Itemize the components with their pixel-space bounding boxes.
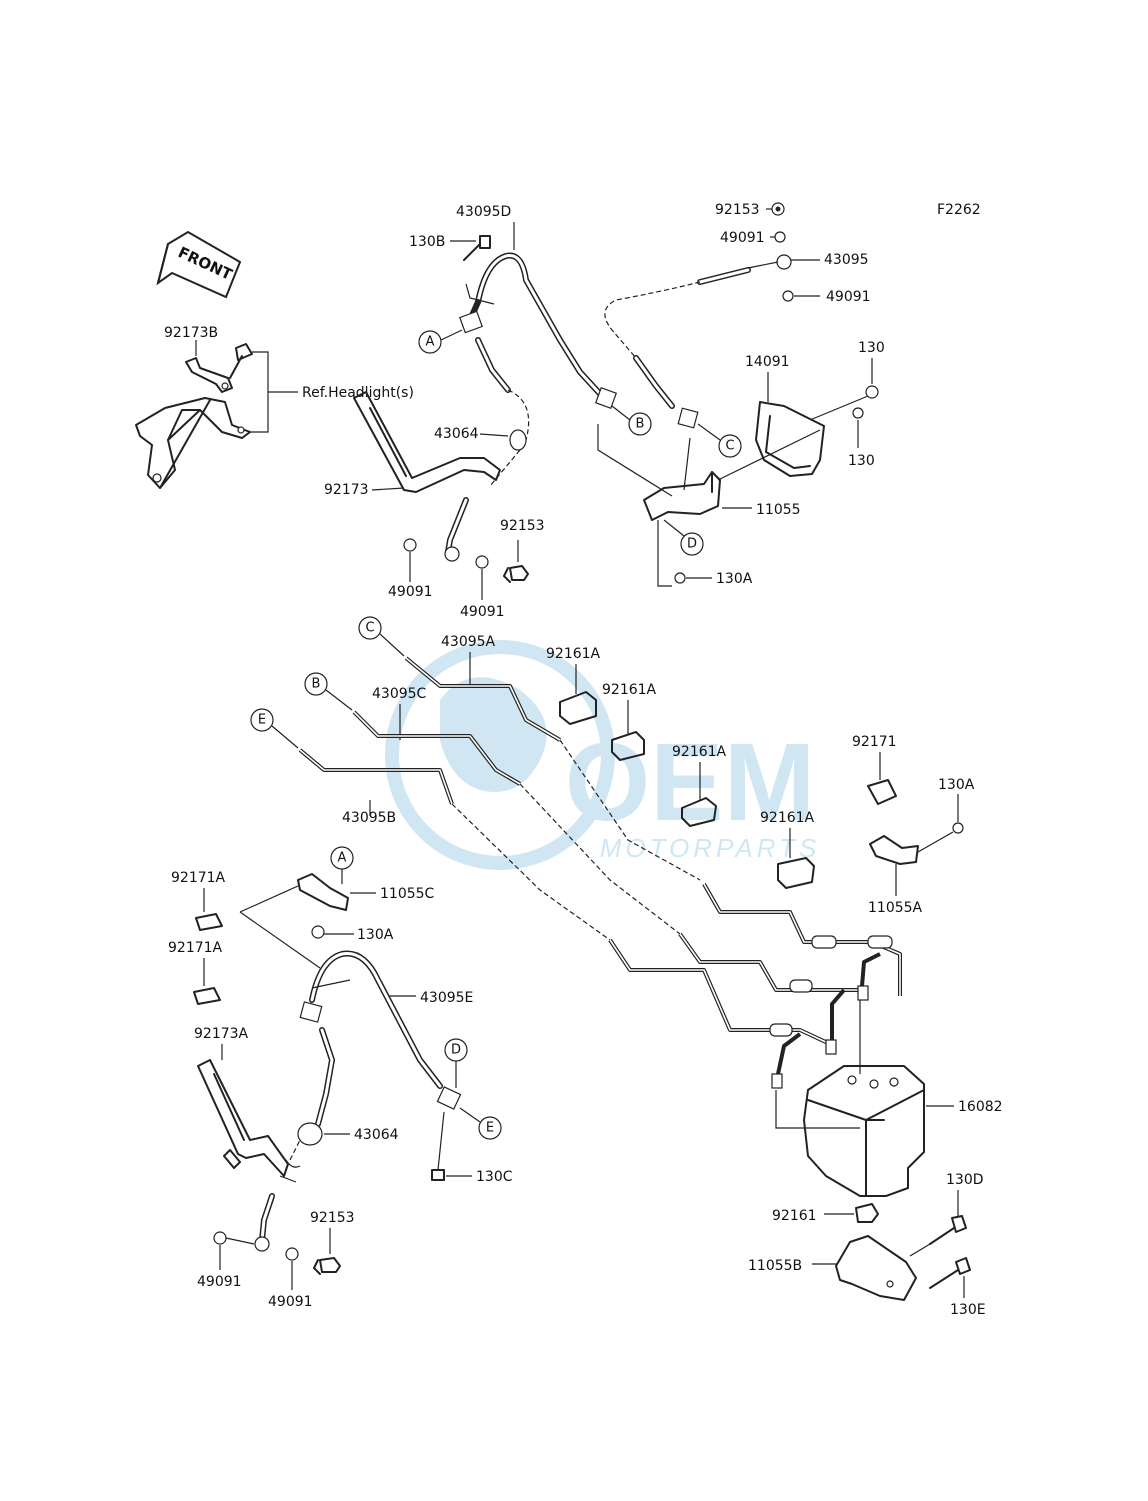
label-43095: 43095 [824, 252, 869, 268]
label-14091: 14091 [745, 354, 790, 370]
svg-text:B: B [312, 677, 321, 692]
label-43095E: 43095E [420, 990, 473, 1006]
banjo-bolt-92153-mid [503, 565, 529, 583]
label-92153-mid: 92153 [500, 518, 545, 534]
label-43095A: 43095A [441, 634, 496, 650]
watermark-brand: OEM [565, 721, 816, 844]
label-43095D: 43095D [456, 204, 511, 220]
ref-headlight-note: Ref.Headlight(s) [302, 385, 414, 401]
label-92153-top: 92153 [715, 202, 760, 218]
svg-text:C: C [365, 621, 374, 636]
label-92171A-2: 92171A [168, 940, 223, 956]
label-49091-low1: 49091 [197, 1274, 242, 1290]
clip-92171A-1 [195, 913, 223, 931]
label-43064-top: 43064 [434, 426, 479, 442]
bolt-130B-icon [463, 235, 491, 261]
callout-B-top: B [611, 405, 652, 436]
clamp-92161A-2 [611, 731, 645, 761]
label-92161A-1: 92161A [546, 646, 601, 662]
bracket-11055A [869, 835, 919, 865]
svg-text:D: D [687, 537, 697, 552]
label-11055A: 11055A [868, 900, 923, 916]
label-92161A-4: 92161A [760, 810, 815, 826]
cover-14091 [755, 401, 825, 477]
label-130A-low: 130A [357, 927, 394, 943]
label-43064-low: 43064 [354, 1127, 399, 1143]
damper-92161 [855, 1203, 879, 1223]
headlight-bracket [135, 397, 251, 489]
watermark: OEM MOTORPARTS [385, 640, 821, 870]
grommet-43064-top [509, 429, 527, 451]
callout-A-top: A [418, 329, 463, 354]
bolt-130C-icon [431, 1169, 445, 1181]
label-49091-low2: 49091 [268, 1294, 313, 1310]
callout-C-pipe: C [358, 616, 405, 657]
abs-unit-16082 [803, 1065, 925, 1197]
label-92161A-3: 92161A [672, 744, 727, 760]
callout-E-pipe: E [250, 708, 299, 749]
label-11055: 11055 [756, 502, 801, 518]
clamp-92161A-3 [681, 797, 717, 827]
label-49091-top1: 49091 [720, 230, 765, 246]
bracket-92173A [197, 1059, 289, 1177]
banjo-bolt-92153-low [313, 1257, 341, 1275]
front-arrow-icon: FRONT [156, 230, 242, 299]
clip-92173B [185, 357, 233, 393]
label-92161A-2: 92161A [602, 682, 657, 698]
figure-code: F2262 [937, 202, 981, 218]
bolt-130E-icon [929, 1257, 971, 1289]
label-92161: 92161 [772, 1208, 817, 1224]
label-49091-mid1: 49091 [388, 584, 433, 600]
label-11055B: 11055B [748, 1258, 802, 1274]
bolt-130D-icon [929, 1215, 967, 1245]
label-11055C: 11055C [380, 886, 435, 902]
label-130C: 130C [476, 1169, 513, 1185]
callout-A-lower: A [330, 846, 354, 884]
label-92171A-1: 92171A [171, 870, 226, 886]
svg-text:D: D [451, 1043, 461, 1058]
label-130A-top: 130A [716, 571, 753, 587]
clip-92171 [867, 779, 897, 805]
label-92173B: 92173B [164, 325, 218, 341]
svg-text:A: A [426, 335, 435, 350]
label-130E: 130E [950, 1302, 986, 1318]
clamp-92161A-4 [777, 857, 815, 889]
svg-text:E: E [486, 1121, 494, 1136]
label-130-a: 130 [858, 340, 885, 356]
label-43095C: 43095C [372, 686, 427, 702]
svg-text:E: E [258, 713, 266, 728]
svg-text:B: B [636, 417, 645, 432]
watermark-subtitle: MOTORPARTS [600, 833, 821, 863]
label-49091-top2: 49091 [826, 289, 871, 305]
clamp-92161A-1 [559, 691, 597, 725]
label-130A-right: 130A [938, 777, 975, 793]
label-43095B: 43095B [342, 810, 396, 826]
label-92171: 92171 [852, 734, 897, 750]
bracket-11055B [835, 1235, 917, 1301]
bracket-11055 [643, 471, 721, 521]
label-130D: 130D [946, 1172, 984, 1188]
bolt-icon [229, 343, 253, 379]
label-92153-low: 92153 [310, 1210, 355, 1226]
bracket-11055C [297, 873, 349, 911]
label-130B: 130B [409, 234, 445, 250]
label-16082: 16082 [958, 1099, 1003, 1115]
label-92173: 92173 [324, 482, 369, 498]
svg-text:A: A [338, 851, 347, 866]
bracket-92173 [353, 391, 501, 493]
label-49091-mid2: 49091 [460, 604, 505, 620]
label-130-b: 130 [848, 453, 875, 469]
callout-D-lower: D [444, 1038, 468, 1088]
label-92173A: 92173A [194, 1026, 249, 1042]
callout-E-lower: E [459, 1107, 502, 1140]
svg-text:C: C [725, 439, 734, 454]
callout-D-top: D [680, 532, 704, 556]
callout-C-top: C [697, 423, 742, 458]
callout-B-pipe: B [304, 672, 353, 711]
grommet-43064-low [297, 1122, 323, 1146]
clip-92171A-2 [193, 987, 221, 1005]
